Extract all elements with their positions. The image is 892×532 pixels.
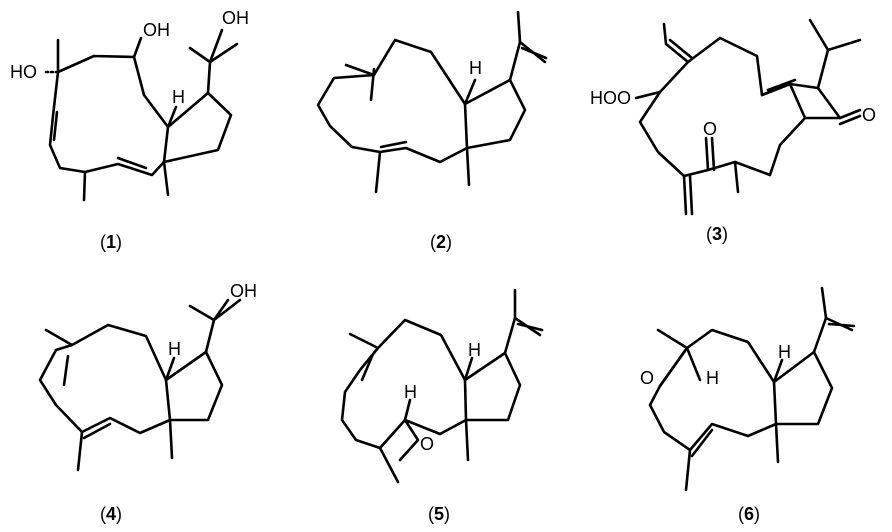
compound-1-structure: HO OH OH H	[10, 8, 249, 202]
hydrogen-label: H	[404, 382, 417, 402]
compound-1-caption: (1)	[100, 232, 122, 252]
hydroxyl-label: HO	[10, 62, 37, 82]
hydroxyl-label: OH	[143, 20, 170, 40]
hydrogen-label: H	[172, 87, 185, 107]
compound-3-structure: HOO O O	[590, 18, 876, 216]
compound-2-structure: H	[316, 10, 548, 194]
hydrogen-label: H	[469, 58, 482, 78]
compound-6-structure: O H H	[640, 286, 856, 492]
hydrogen-label: H	[468, 340, 481, 360]
compound-4-caption: (4)	[100, 504, 122, 524]
hydroperoxy-label: HOO	[590, 88, 631, 108]
hydroxyl-label: OH	[222, 8, 249, 28]
epoxide-oxygen-label: O	[640, 368, 654, 388]
compound-5-caption: (5)	[428, 504, 450, 524]
compound-5-structure: H H O	[340, 288, 544, 484]
hydrogen-label: H	[778, 342, 791, 362]
ketone-oxygen-label: O	[862, 105, 876, 125]
hydroxyl-label: OH	[230, 281, 257, 301]
hydrogen-label: H	[706, 368, 719, 388]
compound-4-structure: OH H	[38, 281, 257, 472]
hydrogen-label: H	[168, 339, 181, 359]
compound-6-caption: (6)	[738, 504, 760, 524]
epoxide-oxygen-label: O	[420, 434, 434, 454]
ketone-oxygen-label: O	[703, 119, 717, 139]
compound-2-caption: (2)	[430, 232, 452, 252]
compound-3-caption: (3)	[706, 224, 728, 244]
